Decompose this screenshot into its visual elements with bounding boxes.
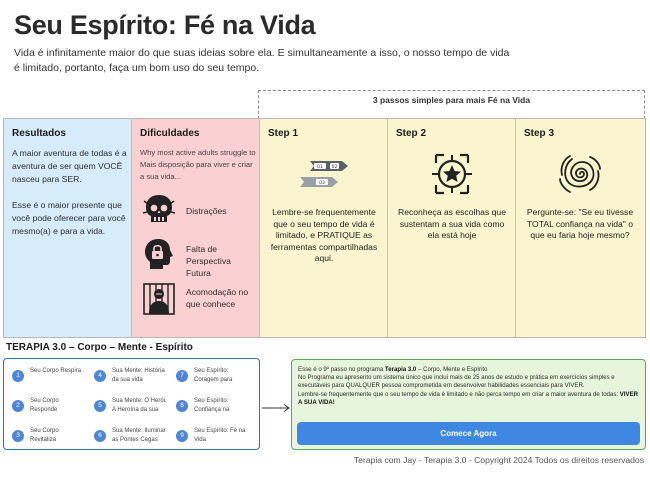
program-item[interactable]: 1 Seu Corpo Respira: [8, 367, 88, 391]
program-item-label: Seu Espírito: Coragem para: [194, 368, 233, 383]
step-1-badge-2: 02: [332, 164, 338, 170]
head-lock-icon: [145, 239, 173, 269]
program-info-panel: Esse é o 9º passo no programa Terapia 3.…: [291, 359, 646, 450]
subtitle-line-2: é limitado, portanto, faça um bom uso do…: [14, 62, 260, 74]
journey-board: Resultados A maior aventura de todas é a…: [3, 118, 646, 338]
step-number: 4: [94, 370, 106, 382]
difficulty-label: Distrações: [186, 206, 227, 216]
program-item[interactable]: 3 Seu Corpo Revitaliza: [8, 427, 88, 451]
step-2-heading: Step 2: [396, 128, 427, 139]
program-reminder: Lembre-se frequentemente que o seu tempo…: [298, 390, 639, 406]
difficulties-heading: Dificuldades: [140, 128, 200, 139]
step-number: 1: [12, 370, 24, 382]
program-item-label: Seu Corpo Responde: [30, 398, 59, 413]
results-text-1: A maior aventura de todas é a aventura d…: [12, 148, 127, 184]
program-title: TERAPIA 3.0 – Corpo – Mente - Espírito: [6, 342, 193, 353]
step-number: 5: [94, 400, 106, 412]
step-1-text: Lembre-se frequentemente que o seu tempo…: [270, 207, 378, 263]
program-item[interactable]: 5 Sua Mente: O Herói, A Heroína da sua: [90, 397, 170, 421]
program-info-text: Esse é o 9º passo no programa Terapia 3.…: [298, 366, 640, 407]
step-1-badge-3: 03: [319, 180, 325, 186]
step-number: 3: [12, 430, 24, 442]
step-number: 8: [176, 400, 188, 412]
step-1-heading: Step 1: [268, 128, 299, 139]
step-3-text: Pergunte-se: "Se eu tivesse TOTAL confia…: [526, 207, 634, 240]
program-overview: 1 Seu Corpo Respira 2 Seu Corpo Responde…: [3, 358, 260, 450]
prisoner-icon: [143, 283, 175, 315]
step-2-column: Step 2 Reconheça as escolhas que sustent…: [388, 119, 516, 337]
progress-arrows-icon: 01 02 03: [300, 161, 348, 187]
difficulty-label: Acomodação no que conhece: [186, 287, 249, 309]
spiral-icon: [559, 155, 601, 193]
difficulties-column: Dificuldades Why most active adults stru…: [132, 119, 260, 337]
steps-header-label: 3 passos simples para mais Fé na Vida: [372, 95, 531, 105]
footer-copyright: Terapia com Jay - Terapia 3.0 - Copyrigh…: [353, 455, 644, 465]
program-name: Terapia 3.0: [384, 366, 417, 373]
page-subtitle: Vida é infinitamente maior do que suas i…: [14, 46, 634, 76]
step-number: 7: [176, 370, 188, 382]
step-1-badge-1: 01: [317, 164, 323, 170]
results-column: Resultados A maior aventura de todas é a…: [4, 119, 132, 337]
step-number: 6: [94, 430, 106, 442]
program-item[interactable]: 9 Seu Espírito: Fé na Vida: [172, 427, 252, 451]
program-item[interactable]: 7 Seu Espírito: Coragem para: [172, 367, 252, 391]
program-item-label: Sua Mente: Iluminar as Pontes Cegas: [112, 428, 166, 443]
step-3-heading: Step 3: [524, 128, 555, 139]
star-target-icon: [432, 153, 472, 195]
skull-icon: [142, 195, 176, 222]
difficulty-item: Distrações: [140, 193, 258, 231]
difficulties-intro: Why most active adults struggle to Mais …: [140, 148, 256, 181]
program-item-label: Seu Corpo Revitaliza: [30, 428, 59, 443]
results-heading: Resultados: [12, 128, 66, 139]
arrow-right-icon: [262, 404, 290, 412]
page-title: Seu Espírito: Fé na Vida: [14, 10, 316, 40]
difficulty-label: Falta de Perspectiva Futura: [186, 244, 231, 278]
subtitle-line-1: Vida é infinitamente maior do que suas i…: [14, 47, 510, 59]
program-item[interactable]: 6 Sua Mente: Iluminar as Pontes Cegas: [90, 427, 170, 451]
program-item-label: Seu Espírito: Fé na Vida: [194, 428, 246, 443]
step-3-column: Step 3 Pergunte-se: "Se eu tivesse TOTAL…: [516, 119, 645, 337]
step-2-text: Reconheça as escolhas que sustentam a su…: [398, 207, 506, 240]
step-number: 2: [12, 400, 24, 412]
program-description: No Programa eu apresento um sistema únic…: [298, 374, 615, 390]
program-item[interactable]: 8 Seu Espírito: Confiança na: [172, 397, 252, 421]
difficulty-item: Acomodação no que conhece: [140, 282, 258, 320]
step-1-column: Step 1 01 02 03 Lembre-se frequentemente…: [260, 119, 388, 337]
program-item[interactable]: 4 Sua Mente: História da sua vida: [90, 367, 170, 391]
program-step-note: Esse é o 9º passo no programa Terapia 3.…: [298, 366, 488, 373]
steps-header-box: 3 passos simples para mais Fé na Vida: [258, 90, 645, 119]
start-now-button[interactable]: Comece Agora: [297, 422, 640, 445]
results-text-2: Esse é o maior presente que você pode of…: [12, 200, 126, 236]
program-item-label: Sua Mente: O Herói, A Heroína da sua: [112, 398, 167, 413]
program-item[interactable]: 2 Seu Corpo Responde: [8, 397, 88, 421]
program-item-label: Seu Espírito: Confiança na: [194, 398, 230, 413]
program-item-label: Sua Mente: História da sua vida: [112, 368, 165, 383]
program-item-label: Seu Corpo Respira: [30, 368, 82, 374]
reminder-highlight: VIVER A SUA VIDA!: [298, 390, 639, 406]
difficulty-item: Falta de Perspectiva Futura: [140, 237, 258, 278]
step-number: 9: [176, 430, 188, 442]
